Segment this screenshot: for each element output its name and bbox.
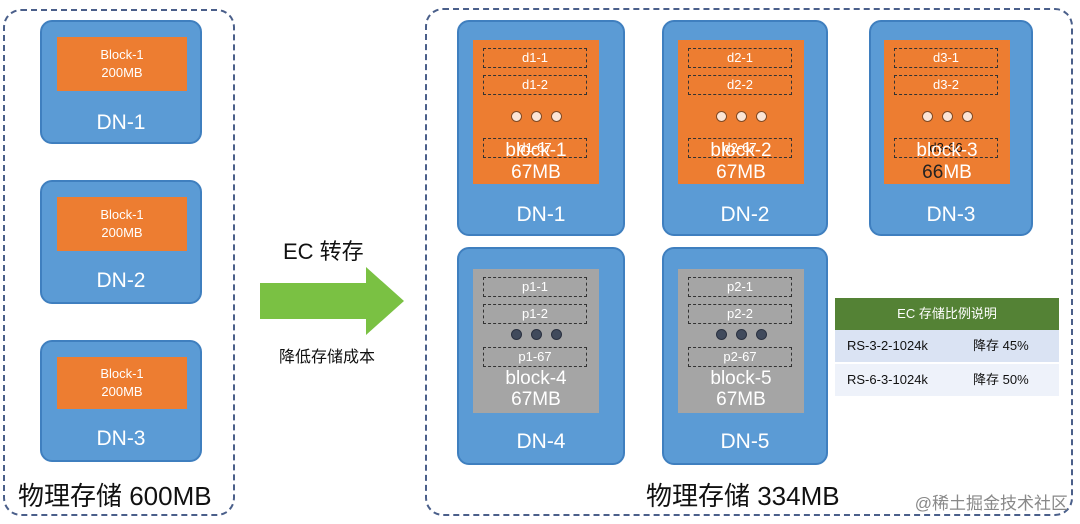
block-size: 67MB	[716, 162, 766, 183]
source-block-size: 200MB	[101, 65, 143, 80]
ellipsis-dots-icon	[473, 329, 599, 340]
node-label: DN-3	[96, 427, 146, 450]
node-label: DN-2	[720, 203, 770, 226]
slice: p1-67	[483, 347, 587, 367]
table-header: EC 存储比例说明	[835, 298, 1059, 330]
source-node-dn2: Block-1 200MB DN-2	[40, 180, 202, 304]
watermark: @稀土掘金技术社区	[914, 494, 1068, 513]
ellipsis-dots-icon	[473, 111, 599, 122]
slice: d2-2	[688, 75, 792, 95]
ellipsis-dots-icon	[678, 329, 804, 340]
slice: d1-67	[483, 138, 587, 158]
target-node-dn1: d1-1 d1-2 d1-67 block-1 67MB DN-1	[457, 20, 625, 236]
source-block-name: Block-1	[100, 47, 144, 62]
target-storage-group	[425, 8, 1073, 516]
source-block-name: Block-1	[100, 207, 144, 222]
block-size: 67MB	[511, 162, 561, 183]
slice: p2-67	[688, 347, 792, 367]
data-chunk: d1-1 d1-2 d1-67 block-1 67MB	[473, 40, 599, 184]
block-name: block-5	[710, 368, 772, 389]
slice: d1-1	[483, 48, 587, 68]
block-size: 67MB	[716, 389, 766, 410]
slice: p1-2	[483, 304, 587, 324]
source-block-name: Block-1	[100, 366, 144, 381]
ec-transfer-sublabel: 降低存储成本	[279, 349, 376, 366]
data-chunk: d2-1 d2-2 d2-67 block-2 67MB	[678, 40, 804, 184]
source-node-dn1: Block-1 200MB DN-1	[40, 20, 202, 144]
block-size: 66MB	[884, 162, 1010, 184]
table-row: RS-3-2-1024k 降存 45%	[835, 330, 1059, 364]
ec-transfer-label: EC 转存	[283, 239, 364, 264]
target-node-dn2: d2-1 d2-2 d2-67 block-2 67MB DN-2	[662, 20, 828, 236]
ellipsis-dots-icon	[678, 111, 804, 122]
node-label: DN-3	[926, 203, 976, 226]
source-node-dn3: Block-1 200MB DN-3	[40, 340, 202, 462]
target-storage-title: 物理存储 334MB	[646, 481, 840, 511]
ec-ratio-table: EC 存储比例说明 RS-3-2-1024k 降存 45% RS-6-3-102…	[835, 298, 1059, 398]
source-storage-group	[3, 9, 235, 516]
target-node-dn5: p2-1 p2-2 p2-67 block-5 67MB DN-5	[662, 247, 828, 465]
source-block: Block-1 200MB	[57, 197, 187, 251]
slice: p2-2	[688, 304, 792, 324]
table-row: RS-6-3-1024k 降存 50%	[835, 364, 1059, 398]
slice: d3-1	[894, 48, 998, 68]
source-storage-title: 物理存储 600MB	[18, 481, 212, 511]
saving-cell: 降存 45%	[973, 338, 1029, 353]
source-block-size: 200MB	[101, 225, 143, 240]
slice: d3-66	[894, 138, 998, 158]
saving-cell: 降存 50%	[973, 372, 1029, 387]
source-block: Block-1 200MB	[57, 37, 187, 91]
target-node-dn3: d3-1 d3-2 d3-66 block-3 66MB DN-3	[869, 20, 1033, 236]
block-name: block-1	[505, 140, 567, 161]
slice: p2-1	[688, 277, 792, 297]
slice: p1-1	[483, 277, 587, 297]
policy-cell: RS-3-2-1024k	[847, 338, 928, 353]
policy-cell: RS-6-3-1024k	[847, 372, 928, 387]
data-chunk: d3-1 d3-2 d3-66 block-3 66MB	[884, 40, 1010, 184]
block-name: block-3	[916, 140, 978, 161]
parity-chunk: p2-1 p2-2 p2-67 block-5 67MB	[678, 269, 804, 413]
node-label: DN-5	[720, 430, 770, 453]
node-label: DN-4	[516, 430, 566, 453]
node-label: DN-1	[516, 203, 566, 226]
transfer-arrow-icon	[260, 267, 404, 335]
source-block: Block-1 200MB	[57, 357, 187, 409]
node-label: DN-2	[96, 269, 146, 292]
slice: d3-2	[894, 75, 998, 95]
node-label: DN-1	[96, 111, 146, 134]
block-size-unit: MB	[943, 162, 972, 183]
parity-chunk: p1-1 p1-2 p1-67 block-4 67MB	[473, 269, 599, 413]
block-name: block-2	[710, 140, 772, 161]
block-name: block-4	[505, 368, 567, 389]
source-block-size: 200MB	[101, 384, 143, 399]
slice: d2-67	[688, 138, 792, 158]
target-node-dn4: p1-1 p1-2 p1-67 block-4 67MB DN-4	[457, 247, 625, 465]
block-size-number: 66	[922, 162, 944, 183]
slice: d2-1	[688, 48, 792, 68]
ellipsis-dots-icon	[884, 111, 1010, 122]
block-size: 67MB	[511, 389, 561, 410]
slice: d1-2	[483, 75, 587, 95]
